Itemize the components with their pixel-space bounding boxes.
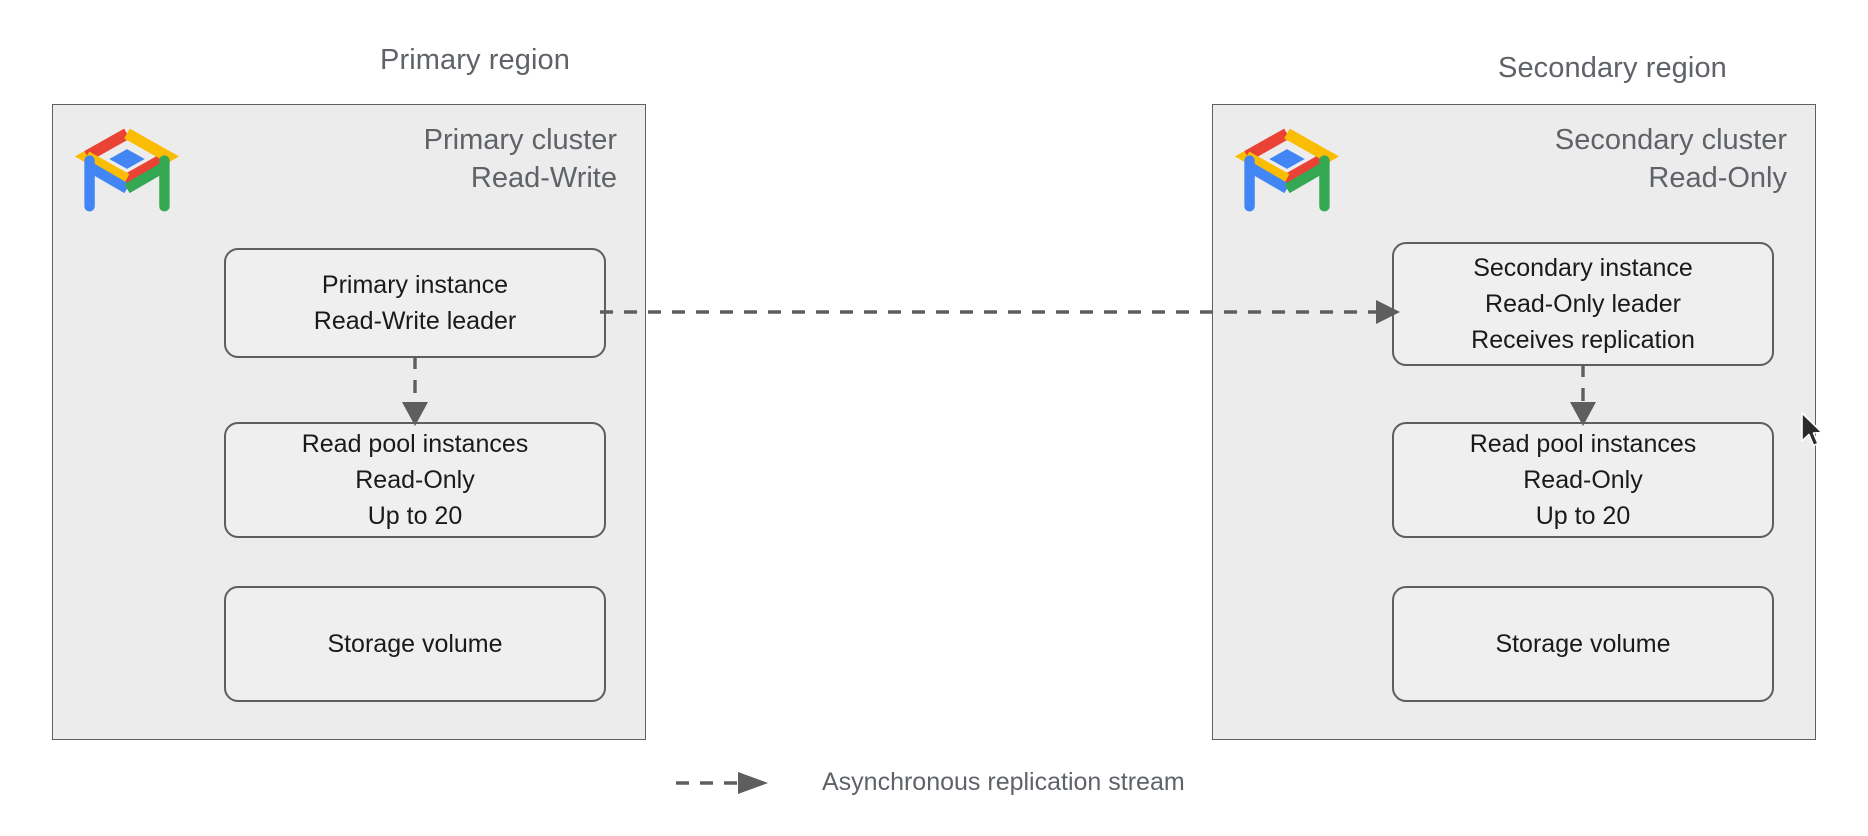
node-primary-read-pool-instances[interactable]: Read pool instances Read-Only Up to 20 (224, 422, 606, 538)
legend-label: Asynchronous replication stream (822, 768, 1185, 796)
region-title-secondary: Secondary region (1498, 52, 1727, 84)
primary-instance-to-read-pool-arrow-icon (385, 356, 445, 426)
node-secondary-storage-volume[interactable]: Storage volume (1392, 586, 1774, 702)
alloydb-logo-icon (1234, 119, 1340, 223)
region-title-primary: Primary region (380, 44, 570, 76)
node-primary-instance[interactable]: Primary instance Read-Write leader (224, 248, 606, 358)
cluster-label-primary: Primary cluster Read-Write (423, 124, 617, 194)
alloydb-logo-icon (74, 119, 180, 223)
legend: Asynchronous replication stream (676, 768, 1185, 797)
dashed-arrow-icon (676, 771, 772, 795)
replication-arrow-icon (600, 290, 1400, 334)
cluster-label-secondary: Secondary cluster Read-Only (1554, 124, 1787, 194)
node-secondary-read-pool-instances[interactable]: Read pool instances Read-Only Up to 20 (1392, 422, 1774, 538)
node-secondary-instance[interactable]: Secondary instance Read-Only leader Rece… (1392, 242, 1774, 366)
secondary-instance-to-read-pool-arrow-icon (1553, 364, 1613, 426)
node-primary-storage-volume[interactable]: Storage volume (224, 586, 606, 702)
